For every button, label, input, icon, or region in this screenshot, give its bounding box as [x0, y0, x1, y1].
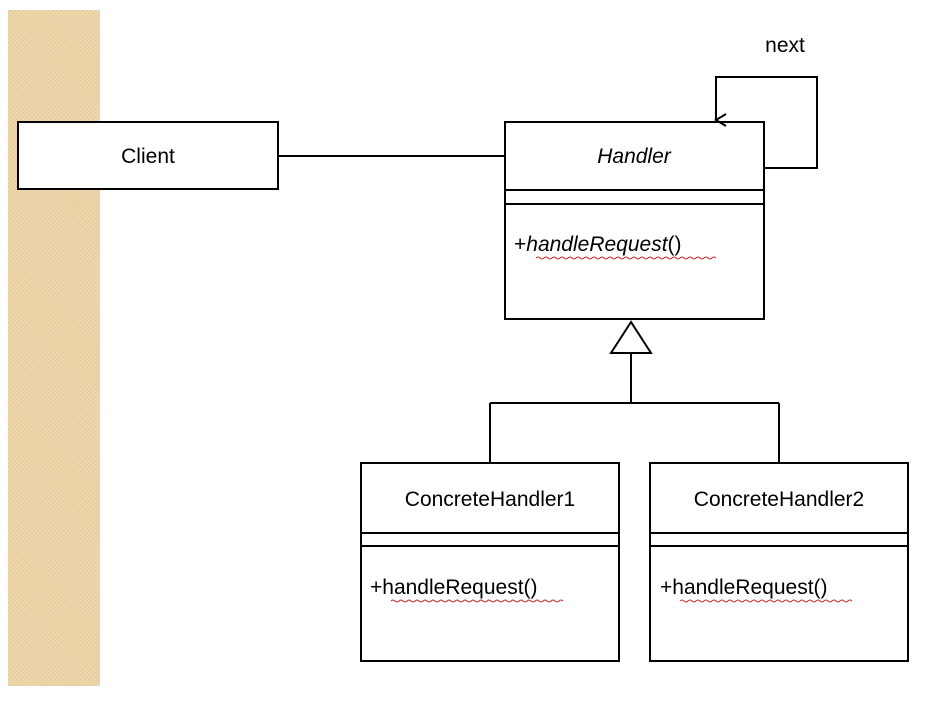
- concrete-handler-1-class: ConcreteHandler1 +handleRequest(): [360, 462, 620, 662]
- handler-operation: +handleRequest(): [514, 233, 682, 256]
- spellcheck-underline: [390, 599, 564, 603]
- concrete-handler-2-operation: +handleRequest(): [660, 576, 828, 599]
- spellcheck-underline: [535, 256, 717, 260]
- client-class-name: Client: [121, 145, 175, 168]
- client-class: Client: [17, 121, 279, 190]
- next-label: next: [765, 34, 805, 57]
- next-self-association: next: [714, 34, 818, 169]
- concrete-handler-2-name: ConcreteHandler2: [694, 488, 864, 511]
- concrete-handler-2-class: ConcreteHandler2 +handleRequest(): [649, 462, 909, 662]
- spellcheck-underline: [679, 599, 853, 603]
- handler-class: Handler +handleRequest(): [504, 121, 765, 320]
- concrete-handler-1-name: ConcreteHandler1: [405, 488, 575, 511]
- handler-class-name: Handler: [597, 145, 672, 168]
- concrete-handler-1-operation: +handleRequest(): [370, 576, 538, 599]
- generalization-arrow: [489, 320, 780, 463]
- inheritance-triangle-icon: [609, 320, 653, 354]
